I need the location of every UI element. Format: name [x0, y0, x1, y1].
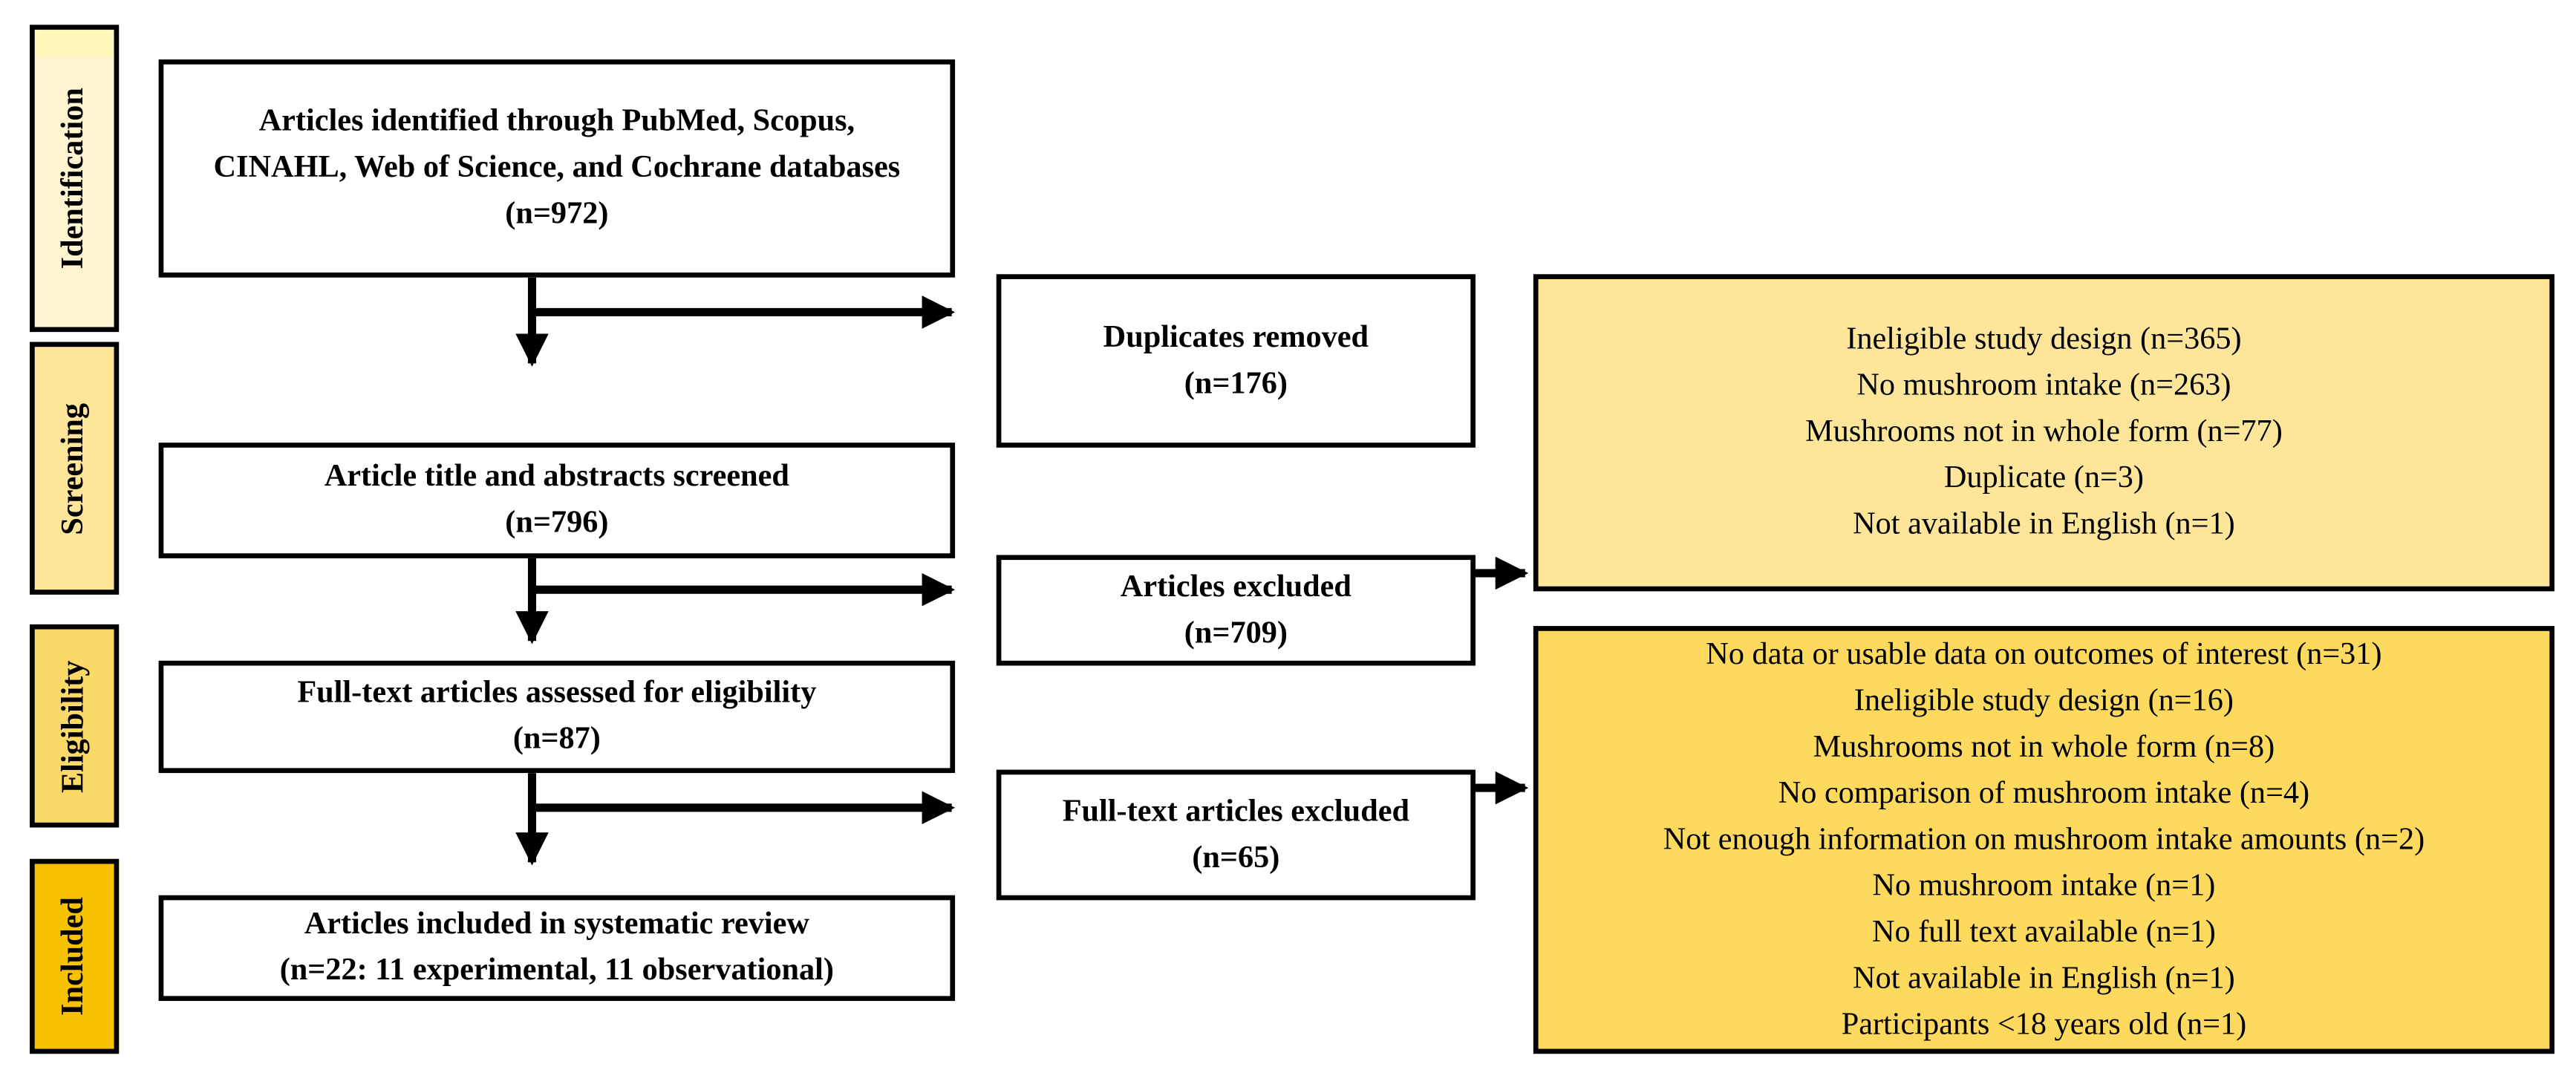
fulltext-assessed-box: Full-text articles assessed for eligibil…	[158, 660, 956, 774]
stage-label-screening: Screening	[30, 342, 120, 595]
reason-item: No comparison of mushroom intake (n=4)	[1778, 775, 2310, 811]
fulltext-exclusion-reasons: No data or usable data on outcomes of in…	[1533, 626, 2555, 1054]
reason-item: No mushroom intake (n=263)	[1856, 368, 2231, 403]
identified-count: (n=972)	[505, 196, 609, 232]
stage-label-included: Included	[30, 858, 120, 1054]
included-text: Articles included in systematic review	[304, 907, 809, 942]
reason-item: No full text available (n=1)	[1871, 914, 2216, 949]
stage-label-eligibility: Eligibility	[30, 624, 120, 828]
reason-item: No data or usable data on outcomes of in…	[1706, 636, 2382, 672]
reason-item: Duplicate (n=3)	[1943, 460, 2145, 496]
included-count: (n=22: 11 experimental, 11 observational…	[279, 953, 834, 988]
reason-item: Not available in English (n=1)	[1853, 506, 2235, 542]
fulltext-excluded-box: Full-text articles excluded (n=65)	[996, 769, 1476, 901]
reason-item: No mushroom intake (n=1)	[1872, 867, 2216, 903]
identified-box: Articles identified through PubMed, Scop…	[158, 59, 956, 278]
duplicates-text: Duplicates removed	[1103, 319, 1369, 355]
reason-item: Ineligible study design (n=365)	[1846, 322, 2242, 357]
reason-item: Ineligible study design (n=16)	[1853, 682, 2234, 718]
identified-text: Articles identified through PubMed, Scop…	[213, 104, 901, 186]
articles-excluded-text: Articles excluded	[1120, 569, 1351, 604]
screened-box: Article title and abstracts screened (n=…	[158, 443, 956, 558]
reason-item: Not enough information on mushroom intak…	[1663, 821, 2425, 857]
fulltext-assessed-count: (n=87)	[512, 722, 601, 757]
included-box: Articles included in systematic review (…	[158, 895, 956, 1002]
duplicates-count: (n=176)	[1184, 365, 1288, 401]
fulltext-assessed-text: Full-text articles assessed for eligibil…	[297, 675, 817, 711]
fulltext-excluded-count: (n=65)	[1192, 840, 1280, 875]
screening-exclusion-reasons: Ineligible study design (n=365) No mushr…	[1533, 274, 2555, 592]
articles-excluded-box: Articles excluded (n=709)	[996, 555, 1476, 666]
fulltext-excluded-text: Full-text articles excluded	[1062, 793, 1410, 829]
reason-item: Mushrooms not in whole form (n=77)	[1805, 414, 2283, 450]
articles-excluded-count: (n=709)	[1184, 615, 1288, 650]
screened-text: Article title and abstracts screened	[324, 459, 789, 495]
duplicates-box: Duplicates removed (n=176)	[996, 274, 1476, 448]
stage-label-identification: Identification	[30, 25, 120, 333]
reason-item: Not available in English (n=1)	[1853, 960, 2235, 996]
screened-count: (n=796)	[505, 505, 609, 541]
reason-item: Mushrooms not in whole form (n=8)	[1813, 729, 2275, 764]
reason-item: Participants <18 years old (n=1)	[1841, 1006, 2247, 1042]
